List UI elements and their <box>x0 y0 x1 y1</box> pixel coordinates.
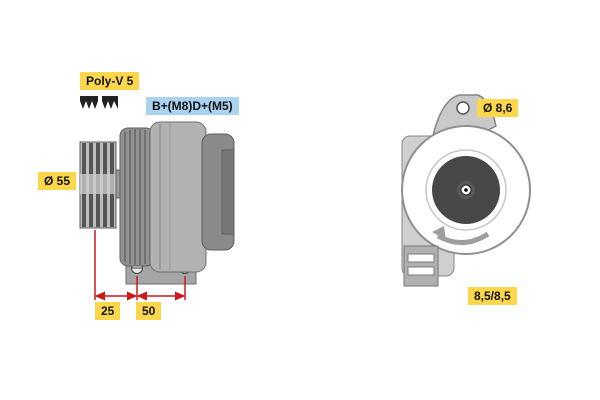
dimension-50-label: 50 <box>136 302 162 320</box>
belt-type-label: Poly-V 5 <box>80 72 140 90</box>
rotation-arrow-icon <box>432 226 490 245</box>
pulley-diameter-label: Ø 55 <box>38 172 77 190</box>
dimension-lines <box>94 230 186 301</box>
hole-diameter-label: Ø 8,6 <box>477 99 519 117</box>
dimension-25-label: 25 <box>95 302 121 320</box>
terminals-label: B+(M8)D+(M5) <box>146 97 239 115</box>
rear-view-body <box>401 94 531 287</box>
mounting-slots-label: 8,5/8,5 <box>468 287 517 305</box>
belt-profile-icon <box>80 96 118 109</box>
pulley <box>79 141 123 229</box>
alternator-body <box>119 121 235 273</box>
